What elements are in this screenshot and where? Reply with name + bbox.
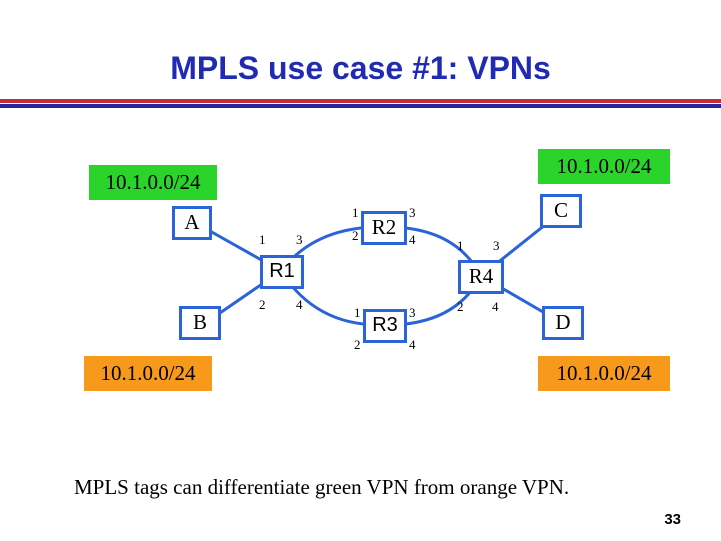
r3-port-4: 4 xyxy=(409,337,416,352)
r3-port-3: 3 xyxy=(409,305,416,320)
r1-port-2: 2 xyxy=(259,297,266,312)
prefix-top-right: 10.1.0.0/24 xyxy=(538,149,670,184)
r2-port-4: 4 xyxy=(409,232,416,247)
r2-port-3: 3 xyxy=(409,205,416,220)
host-d-label: D xyxy=(555,310,571,334)
prefix-bottom-right: 10.1.0.0/24 xyxy=(538,356,670,391)
r1-port-4: 4 xyxy=(296,297,303,312)
router-r3: R3 xyxy=(363,309,407,343)
r2-port-2: 2 xyxy=(352,228,359,243)
router-r3-label: R3 xyxy=(372,314,398,336)
r1-port-1: 1 xyxy=(259,232,266,247)
r4-port-1: 1 xyxy=(457,238,464,253)
host-b-label: B xyxy=(192,310,207,334)
router-r2: R2 xyxy=(361,211,407,245)
router-r1: R1 xyxy=(260,255,304,289)
prefix-top-left: 10.1.0.0/24 xyxy=(89,165,217,200)
router-r4: R4 xyxy=(458,260,504,294)
prefix-bottom-left: 10.1.0.0/24 xyxy=(84,356,212,391)
r3-port-1: 1 xyxy=(354,305,361,320)
r3-port-2: 2 xyxy=(354,337,361,352)
host-d: D xyxy=(542,306,584,340)
host-a-label: A xyxy=(184,210,200,234)
router-r2-label: R2 xyxy=(371,215,397,239)
r4-port-3: 3 xyxy=(493,238,500,253)
host-b: B xyxy=(179,306,221,340)
title-rule-blue xyxy=(0,104,721,108)
r4-port-2: 2 xyxy=(457,299,464,314)
title-rule-red xyxy=(0,99,721,103)
host-c: C xyxy=(540,194,582,228)
slide-title: MPLS use case #1: VPNs xyxy=(170,50,551,86)
host-a: A xyxy=(172,206,212,240)
r1-port-3: 3 xyxy=(296,232,303,247)
router-r4-label: R4 xyxy=(468,264,494,288)
router-r1-label: R1 xyxy=(269,260,295,282)
r2-port-1: 1 xyxy=(352,205,359,220)
r4-port-4: 4 xyxy=(492,299,499,314)
host-c-label: C xyxy=(553,198,568,222)
page-number: 33 xyxy=(664,511,681,528)
slide-caption: MPLS tags can differentiate green VPN fr… xyxy=(74,475,570,499)
